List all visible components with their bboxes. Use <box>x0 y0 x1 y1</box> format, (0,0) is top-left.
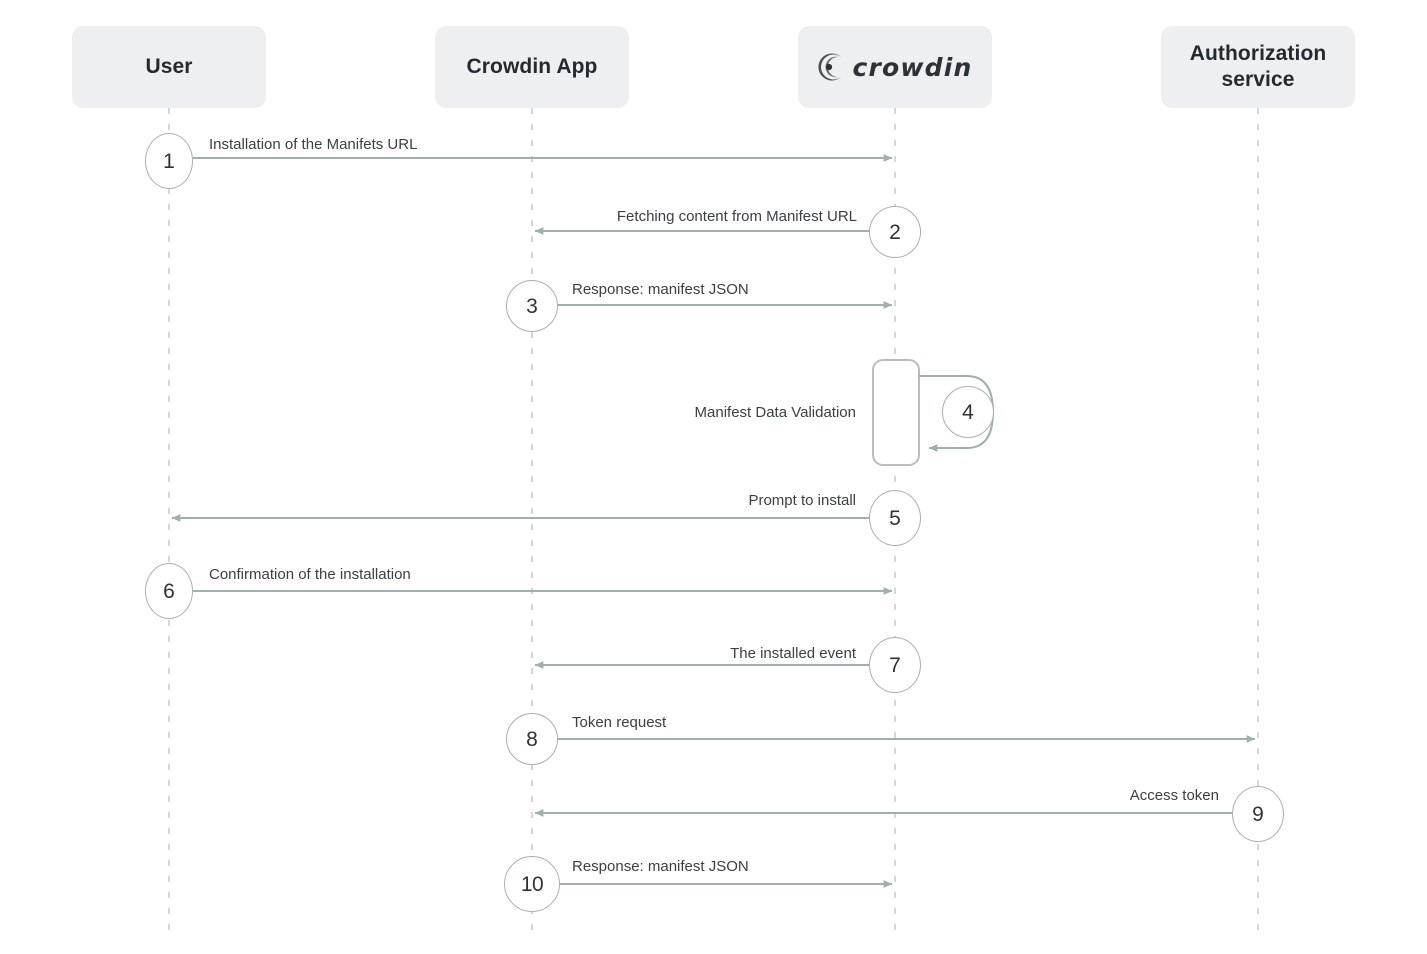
participant-label-app: Crowdin App <box>466 55 598 79</box>
step-circle-1[interactable]: 1 <box>145 133 193 189</box>
message-label-6: Confirmation of the installation <box>209 566 411 583</box>
message-label-10: Response: manifest JSON <box>572 858 749 875</box>
message-label-2: Fetching content from Manifest URL <box>616 208 857 225</box>
message-arrows-group <box>171 154 1256 888</box>
crowdin-swirl-icon <box>818 53 842 81</box>
message-label-4: Manifest Data Validation <box>694 404 856 421</box>
step-circle-8[interactable]: 8 <box>506 713 558 765</box>
message-label-7: The installed event <box>730 645 856 662</box>
step-circle-7[interactable]: 7 <box>869 637 921 693</box>
activation-box-crowdin <box>872 359 920 466</box>
message-label-1: Installation of the Manifets URL <box>209 136 418 153</box>
participant-label-user: User <box>145 55 193 79</box>
message-label-3: Response: manifest JSON <box>572 281 749 298</box>
participant-crowdin[interactable]: crowdin <box>798 26 992 108</box>
step-circle-5[interactable]: 5 <box>869 490 921 546</box>
message-label-8: Token request <box>572 714 667 731</box>
participant-app[interactable]: Crowdin App <box>435 26 629 108</box>
step-circle-6[interactable]: 6 <box>145 563 193 619</box>
message-label-5: Prompt to install <box>748 492 856 509</box>
crowdin-logo: crowdin <box>817 53 972 81</box>
step-circle-4[interactable]: 4 <box>942 386 994 438</box>
participant-user[interactable]: User <box>72 26 266 108</box>
step-circle-2[interactable]: 2 <box>869 206 921 258</box>
step-circle-10[interactable]: 10 <box>504 856 560 912</box>
crowdin-wordmark: crowdin <box>852 52 973 82</box>
step-circle-3[interactable]: 3 <box>506 280 558 332</box>
message-label-9: Access token <box>1129 787 1219 804</box>
step-circle-9[interactable]: 9 <box>1232 786 1284 842</box>
